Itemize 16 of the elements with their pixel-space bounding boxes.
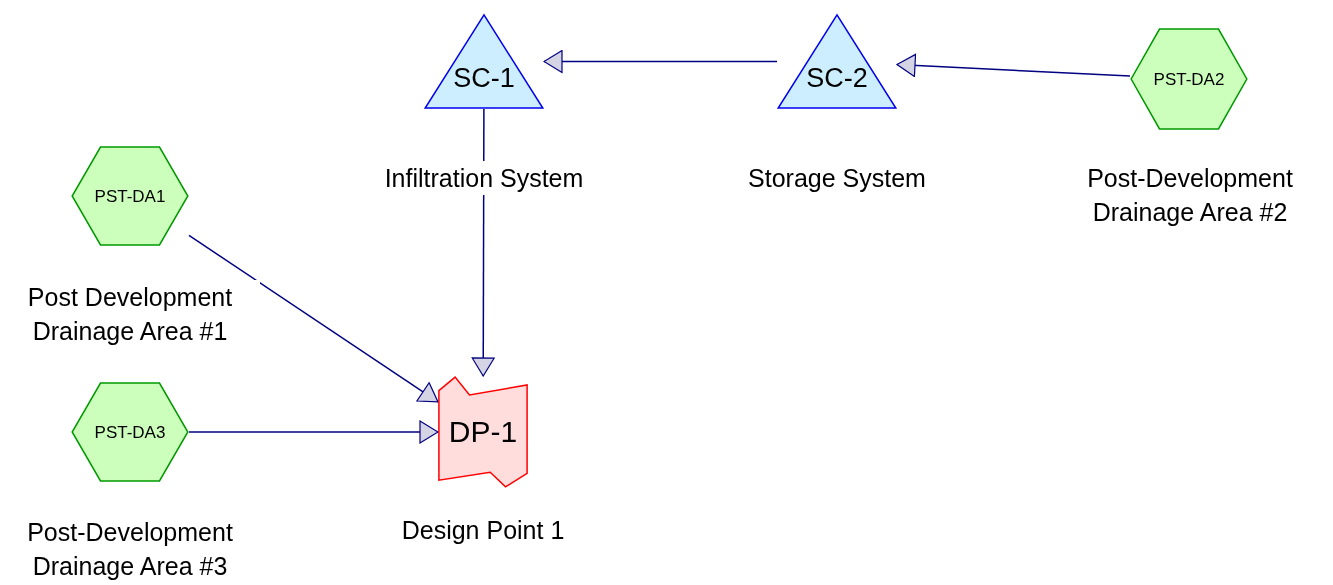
- arrow: [188, 420, 439, 444]
- node-label: PST-DA1: [93, 185, 167, 207]
- hexagon-node: [71, 146, 189, 246]
- node-label: DP-1: [447, 415, 519, 449]
- triangle-node: [777, 14, 897, 109]
- hexagon-node: [71, 382, 189, 482]
- arrow: [188, 234, 439, 403]
- design-point-node: [438, 376, 528, 488]
- node-label: PST-DA3: [93, 421, 167, 443]
- node-label: SC-2: [805, 63, 869, 95]
- arrow: [543, 49, 778, 74]
- node-label: SC-1: [452, 63, 516, 95]
- node-label: PST-DA2: [1152, 68, 1226, 90]
- arrow: [896, 53, 1131, 77]
- hexagon-node: [1130, 28, 1248, 130]
- triangle-node: [424, 14, 544, 109]
